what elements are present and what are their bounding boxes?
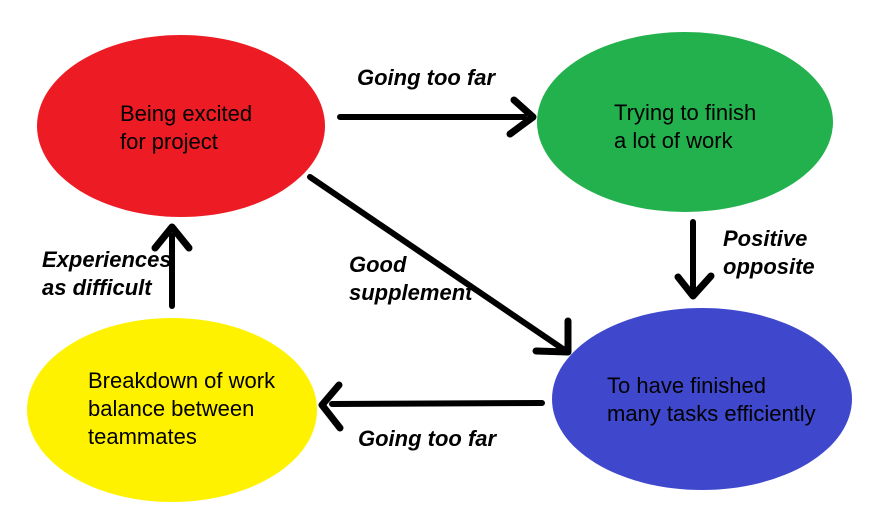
ellipse-breakdown-of-work [27,318,317,502]
ellipse-finished-many-tasks [552,308,852,490]
ellipse-trying-to-finish [537,32,833,212]
edge-label-good-supplement: Good supplement [349,252,473,305]
edge-label-positive-opposite: Positive opposite [723,226,815,279]
ellipse-being-excited [37,35,325,217]
arrow-excited-to-tasks-shaft [307,174,566,352]
edge-label-experiences-as-difficult: Experiences as difficult [42,247,172,300]
node-label-being-excited: Being excited for project [120,101,253,154]
arrow-finish-to-tasks-head [674,272,715,300]
arrow-breakdown-to-excited-head [151,223,193,252]
node-label-finished-many-tasks: To have finished many tasks efficiently [607,373,816,426]
arrow-tasks-to-breakdown-shaft [329,400,545,407]
node-label-trying-to-finish: Trying to finish a lot of work [614,100,757,153]
arrow-excited-to-finish-head [506,96,537,138]
edge-label-going-too-far-bottom: Going too far [358,426,497,451]
arrow-excited-to-tasks-head [532,317,572,356]
arrow-tasks-to-breakdown-head [318,381,344,432]
node-label-breakdown-of-work: Breakdown of work balance between teamma… [88,368,276,449]
edge-label-going-too-far-top: Going too far [357,65,496,90]
